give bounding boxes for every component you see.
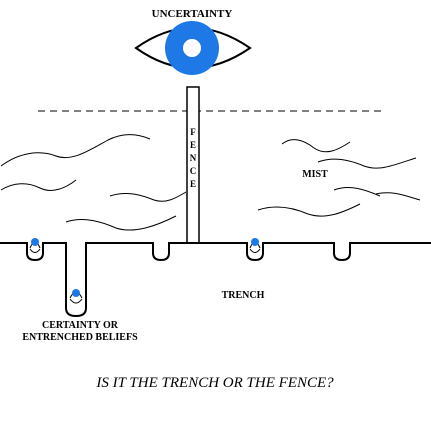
fence-letter: F [190,127,196,137]
figure-right [249,238,261,253]
certainty-label-line2: ENTRENCHED BELIEFS [22,332,138,343]
fence-letter: E [190,140,196,150]
figure-deep-trench [69,289,83,304]
fence-letter: N [190,153,197,163]
uncertainty-label: UNCERTAINTY [152,8,233,20]
fence-letter: E [190,179,196,189]
caption: IS IT THE TRENCH OR THE FENCE? [95,375,334,391]
mist-label: MIST [302,169,328,180]
fence-letter: C [190,166,197,176]
figure-left [29,238,41,253]
mist-waves [0,134,421,231]
trench-ground-line [0,242,431,318]
eye-icon [134,21,252,75]
trench-label: TRENCH [222,290,265,301]
fence-label: FENCE [190,127,197,189]
certainty-label-line1: CERTAINTY OR [42,320,119,331]
fence-post [186,86,200,244]
